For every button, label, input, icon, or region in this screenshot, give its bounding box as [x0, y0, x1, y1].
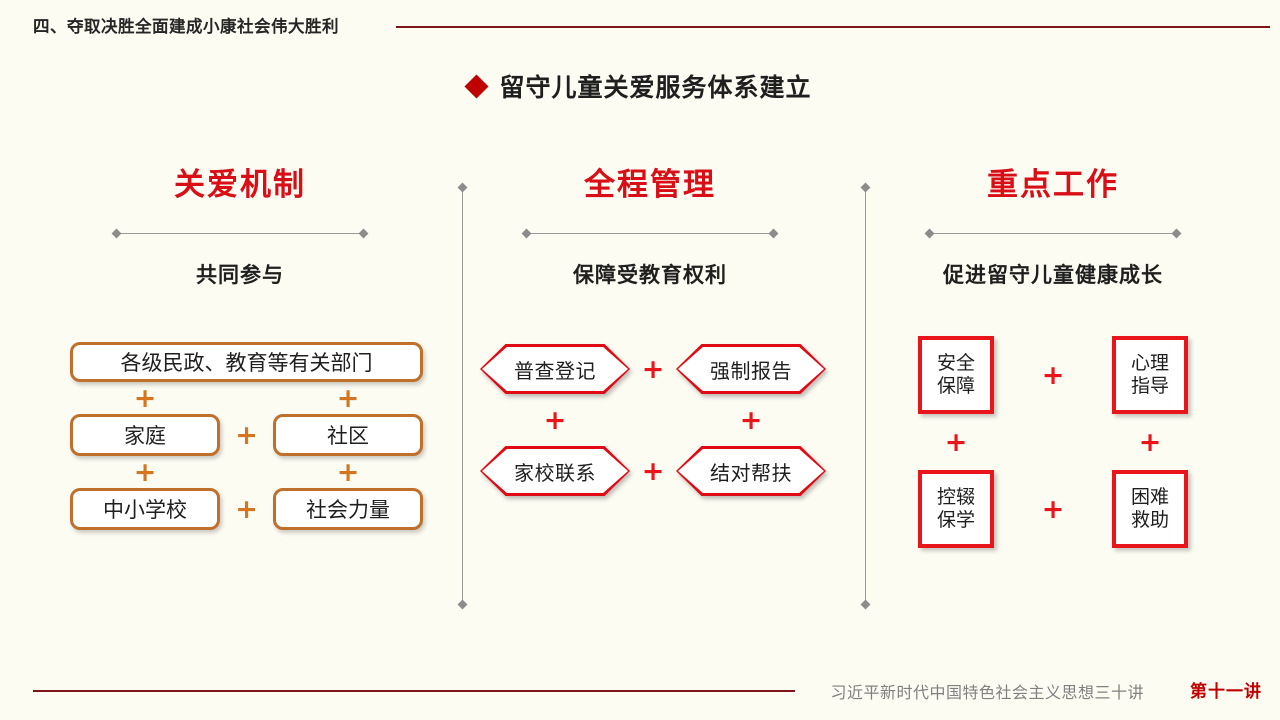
diamond-cap-icon — [358, 228, 369, 238]
node-label-line: 救助 — [1130, 509, 1169, 531]
whole-process-management-diagram: 普查登记 + 强制报告 + + 家校联系 + — [480, 344, 840, 496]
diagram-row: 家庭 + 社区 — [70, 414, 430, 456]
footer-rule-line — [33, 690, 795, 692]
column-whole-process-management: 全程管理 保障受教育权利 — [455, 168, 845, 289]
node-box[interactable]: 社区 — [273, 414, 423, 456]
column-divider-1 — [457, 182, 468, 610]
diamond-cap-icon — [768, 228, 779, 238]
column-subheading: 促进留守儿童健康成长 — [943, 263, 1163, 287]
node-label: 强制报告 — [710, 358, 792, 383]
node-box[interactable]: 中小学校 — [70, 488, 220, 530]
node-label-line: 安全 — [936, 351, 975, 374]
node-square[interactable]: 控辍 保学 — [918, 470, 994, 548]
footer-lecture-badge: 第十一讲 — [1190, 682, 1262, 702]
diagram-row: 安全 保障 + 心理 指导 — [918, 336, 1188, 414]
diagram-row: 中小学校 + 社会力量 — [70, 488, 430, 530]
column-care-mechanism: 关爱机制 共同参与 — [40, 168, 440, 289]
column-subheading: 共同参与 — [196, 263, 284, 287]
plus-sign: + — [739, 404, 763, 436]
node-hexagon[interactable]: 强制报告 — [676, 344, 826, 394]
column-heading: 重点工作 — [987, 167, 1119, 203]
column-heading: 关爱机制 — [174, 167, 306, 203]
column-subheading: 保障受教育权利 — [573, 263, 727, 287]
column-heading-divider — [40, 226, 440, 240]
diagram-row: 普查登记 + 强制报告 — [480, 344, 840, 394]
plus-sign: + — [336, 382, 360, 414]
node-box[interactable]: 各级民政、教育等有关部门 — [70, 342, 423, 382]
column-key-work: 重点工作 促进留守儿童健康成长 — [858, 168, 1248, 289]
column-heading: 全程管理 — [584, 167, 716, 203]
node-hexagon[interactable]: 普查登记 — [480, 344, 630, 394]
plus-sign: + — [1041, 493, 1065, 525]
footer-series-title: 习近平新时代中国特色社会主义思想三十讲 — [830, 683, 1144, 702]
column-heading-divider — [455, 226, 845, 240]
care-mechanism-diagram: 各级民政、教育等有关部门 + + 家庭 + 社区 + + 中小学校 + 社会力量 — [70, 342, 430, 530]
diamond-cap-icon — [457, 599, 468, 610]
node-square[interactable]: 困难 救助 — [1112, 470, 1188, 548]
page-title: 留守儿童关爱服务体系建立 — [499, 73, 812, 102]
node-label-line: 保学 — [936, 509, 975, 531]
diamond-cap-icon — [860, 599, 871, 610]
plus-row: + + — [918, 414, 1188, 470]
node-square[interactable]: 安全 保障 — [918, 336, 994, 414]
key-work-diagram: 安全 保障 + 心理 指导 + + 控辍 保学 + 困难 救助 — [918, 336, 1188, 548]
node-label-line: 控辍 — [936, 485, 975, 508]
node-label: 家校联系 — [514, 460, 596, 485]
plus-sign: + — [336, 456, 360, 488]
diagram-row: 各级民政、教育等有关部门 — [70, 342, 430, 382]
diagram-row: 家校联系 + 结对帮扶 — [480, 446, 840, 496]
plus-sign: + — [235, 419, 258, 451]
plus-sign: + — [133, 456, 157, 488]
node-square[interactable]: 心理 指导 — [1112, 336, 1188, 414]
diamond-bullet-icon — [464, 73, 490, 99]
node-box[interactable]: 家庭 — [70, 414, 220, 456]
node-label: 结对帮扶 — [710, 460, 792, 485]
column-heading-divider — [858, 226, 1248, 240]
node-hexagon[interactable]: 家校联系 — [480, 446, 630, 496]
diamond-cap-icon — [1171, 228, 1182, 238]
plus-row: + + — [70, 456, 430, 488]
node-label-line: 心理 — [1130, 351, 1169, 374]
plus-row: + + — [480, 394, 840, 446]
plus-sign: + — [1138, 426, 1162, 458]
diamond-cap-icon — [924, 228, 935, 238]
node-box[interactable]: 社会力量 — [273, 488, 423, 530]
plus-sign: + — [641, 455, 665, 487]
plus-sign: + — [641, 353, 665, 385]
slide-title-container: 留守儿童关爱服务体系建立 — [0, 68, 1280, 104]
plus-sign: + — [944, 426, 968, 458]
plus-sign: + — [235, 493, 258, 525]
diamond-cap-icon — [111, 228, 122, 238]
node-label: 普查登记 — [514, 358, 596, 383]
plus-sign: + — [543, 404, 567, 436]
node-label-line: 保障 — [936, 375, 975, 397]
plus-sign: + — [133, 382, 157, 414]
diamond-cap-icon — [521, 228, 532, 238]
node-hexagon[interactable]: 结对帮扶 — [676, 446, 826, 496]
node-label-line: 困难 — [1130, 485, 1169, 508]
header-rule-line — [396, 26, 1270, 28]
column-divider-2 — [860, 182, 871, 610]
diagram-row: 控辍 保学 + 困难 救助 — [918, 470, 1188, 548]
section-header-title: 四、夺取决胜全面建成小康社会伟大胜利 — [33, 17, 339, 36]
plus-row: + + — [70, 382, 430, 414]
plus-sign: + — [1041, 359, 1065, 391]
node-label-line: 指导 — [1130, 375, 1169, 397]
